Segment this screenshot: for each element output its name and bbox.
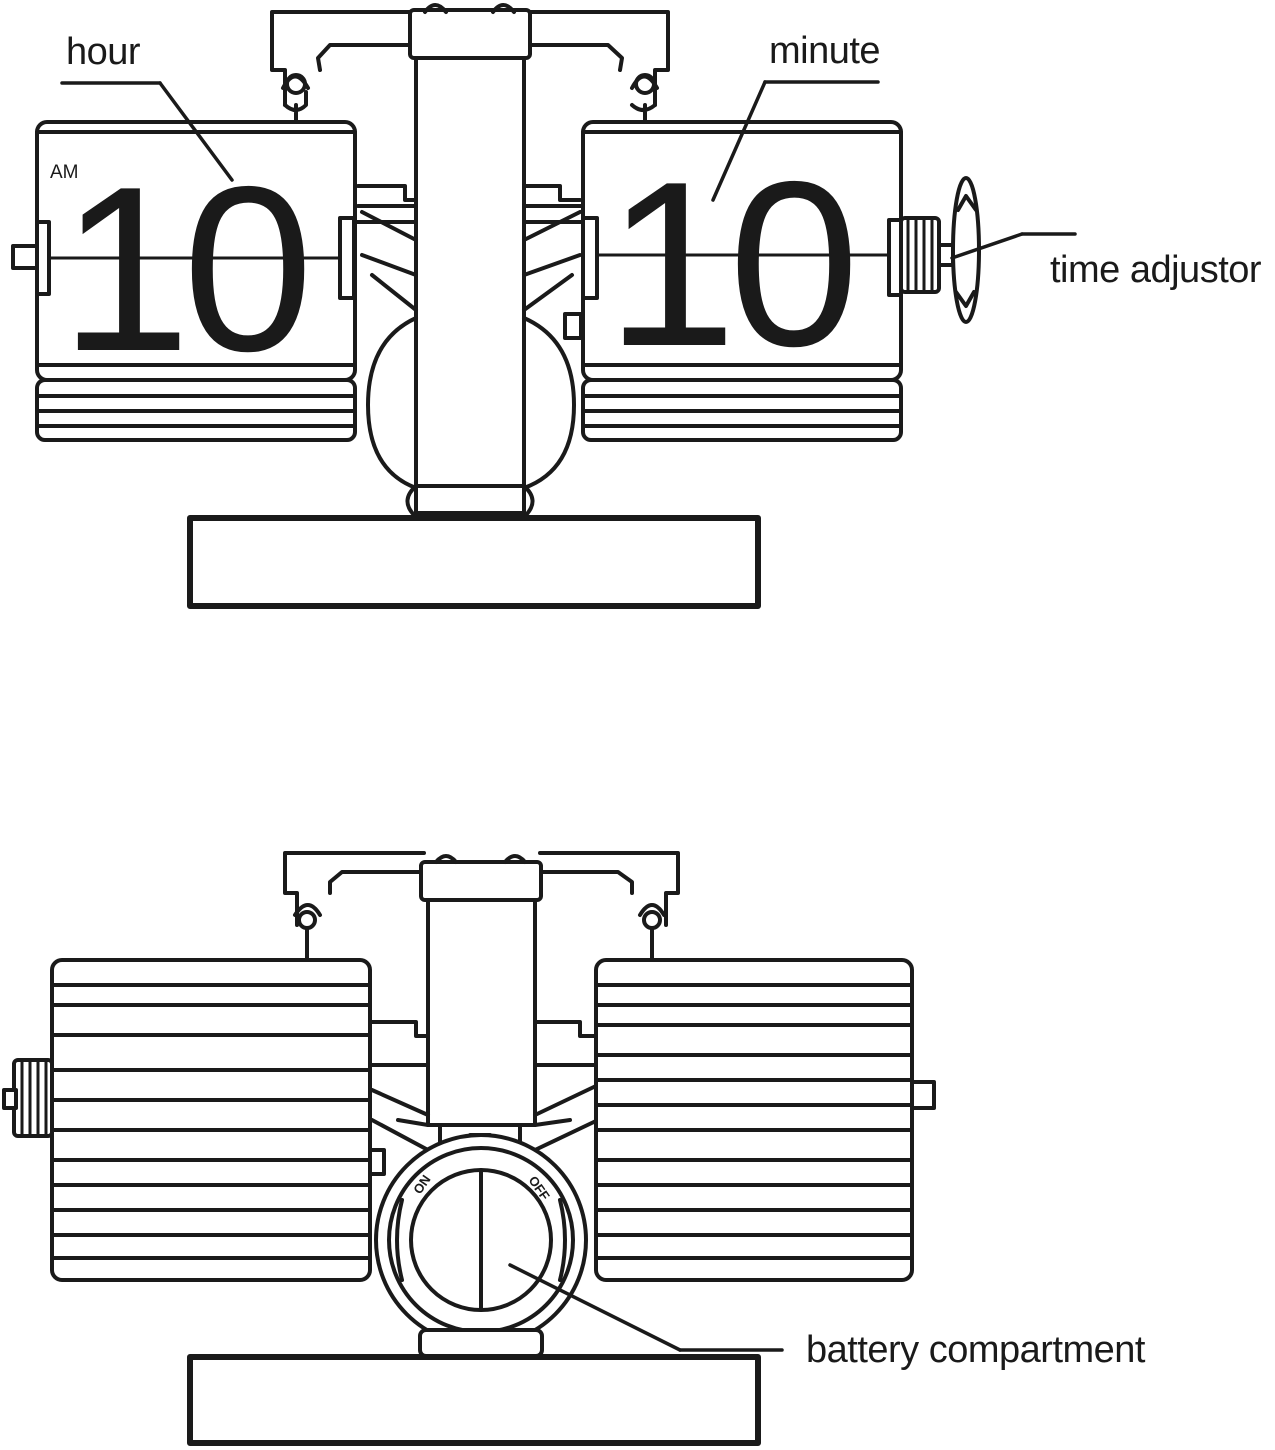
- hour-side-clip-left: [35, 220, 51, 296]
- back-left-flap-body: [50, 958, 372, 1282]
- minute-label: minute: [769, 30, 880, 72]
- back-bolt-left: [297, 910, 317, 930]
- back-right-flap-body: [594, 958, 914, 1282]
- back-right-pin: [910, 1080, 936, 1110]
- front-column-cap-bumps: [423, 3, 516, 14]
- back-view-figure: ON OFF battery compartment: [2, 851, 1146, 1446]
- front-bolt-left: [285, 73, 307, 95]
- front-bracket-knob-left: [563, 312, 583, 340]
- am-indicator: AM: [50, 162, 79, 183]
- knob-shaft: [937, 243, 955, 267]
- time-adjustor-leader: [950, 232, 1024, 260]
- front-top-frame: [270, 10, 670, 107]
- front-column: [414, 56, 526, 515]
- back-bracket-right: [533, 1020, 600, 1152]
- minute-digits: 10: [606, 132, 851, 395]
- back-column-cap: [419, 860, 543, 902]
- back-bolt-right: [642, 910, 662, 930]
- back-bracket-left: [370, 1020, 430, 1152]
- back-column-cap-bumps: [434, 854, 527, 864]
- front-bolt-right: [634, 73, 656, 95]
- minute-leader: [711, 80, 767, 202]
- back-arm-hooks: [293, 903, 666, 962]
- front-bracket-left: [353, 184, 418, 312]
- minute-side-clip-left: [581, 216, 599, 300]
- time-adjustor-knob: [899, 176, 981, 324]
- front-round-housing: [366, 316, 576, 490]
- hour-flap-block: AM 10: [11, 120, 357, 442]
- back-knob-shaft: [2, 1088, 18, 1110]
- battery-leader: [508, 1263, 682, 1352]
- battery-compartment-label: battery compartment: [806, 1329, 1146, 1371]
- front-view-figure: AM 10 10: [11, 3, 1262, 609]
- battery-housing: ON OFF: [374, 1123, 588, 1358]
- time-adjustor-label: time adjustor: [1050, 249, 1262, 291]
- hour-side-clip-right: [338, 216, 356, 300]
- rotation-arrowheads-icon: [954, 194, 978, 308]
- front-column-cap: [408, 8, 532, 60]
- back-base: [187, 1354, 761, 1446]
- back-left-flap-stack: [2, 958, 386, 1282]
- back-top-frame: [283, 851, 680, 927]
- front-base: [187, 515, 761, 609]
- back-left-pin: [368, 1148, 386, 1176]
- back-column: [426, 898, 537, 1127]
- back-right-flap-stack: [594, 958, 936, 1282]
- front-bracket-right: [522, 184, 586, 312]
- hour-side-pin-left: [11, 244, 39, 270]
- hour-label: hour: [66, 31, 141, 73]
- battery-foot: [418, 1328, 544, 1358]
- minute-flap-block: 10: [581, 120, 903, 442]
- battery-lock-marks: [395, 1198, 567, 1282]
- hour-leader: [158, 81, 234, 182]
- hour-digits: 10: [60, 137, 305, 400]
